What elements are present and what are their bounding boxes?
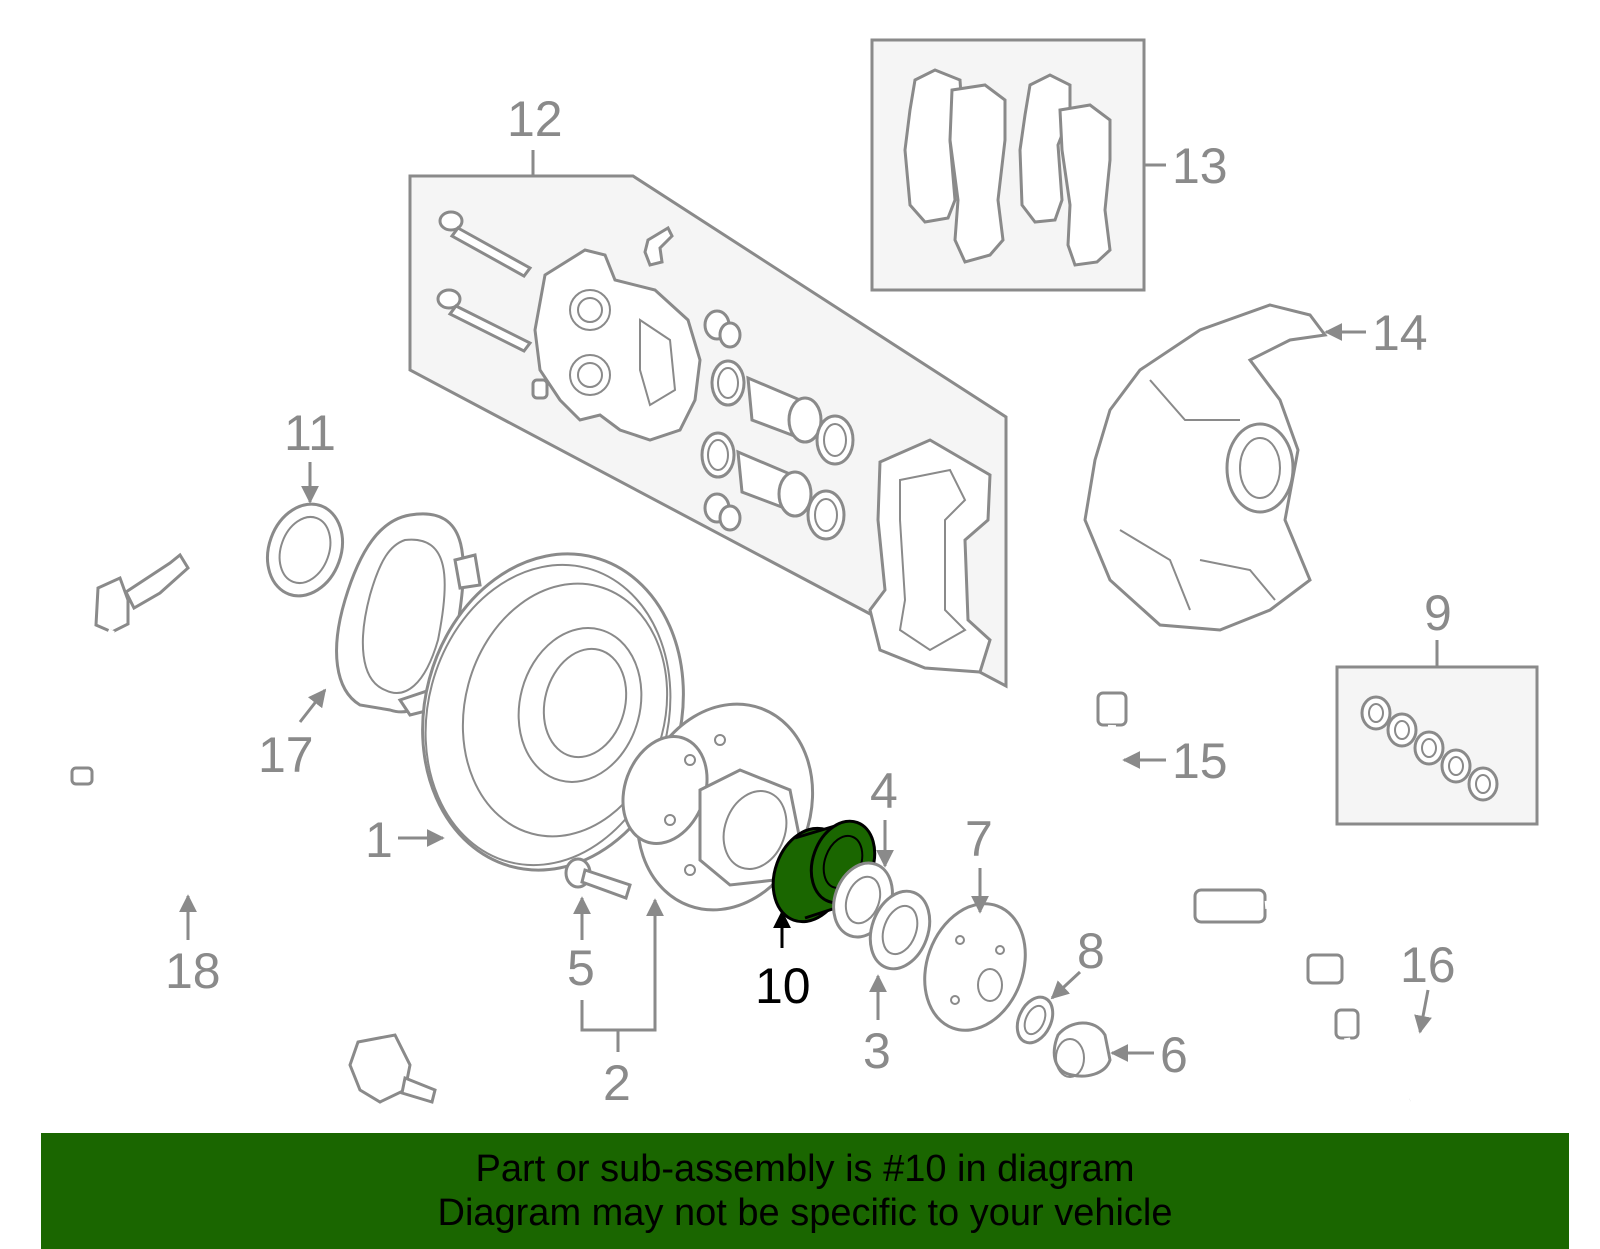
caliper-bolt	[436, 210, 533, 353]
callout-9: 9	[1424, 585, 1452, 641]
dust-shield	[1083, 303, 1328, 632]
callout-3: 3	[863, 1023, 891, 1079]
callout-15: 15	[1172, 733, 1228, 789]
info-banner: Part or sub-assembly is #10 in diagram D…	[41, 1133, 1569, 1249]
brake-pad-set	[903, 68, 1112, 267]
caliper-bracket	[868, 438, 992, 674]
caliper-kit-box	[408, 174, 1008, 689]
guide-boot	[703, 309, 742, 532]
brake-rotor	[421, 552, 685, 872]
grease-seal	[266, 502, 344, 598]
brake-line	[1334, 1008, 1437, 1103]
hub-flange	[923, 902, 1027, 1032]
callout-6: 6	[1160, 1027, 1188, 1083]
callout-8: 8	[1077, 923, 1105, 979]
callout-7: 7	[965, 811, 993, 867]
callout-18: 18	[165, 943, 221, 999]
hub-cap	[1052, 1021, 1112, 1078]
abs-sensor-harness	[70, 552, 437, 1104]
callout-4: 4	[870, 763, 898, 819]
callout-5: 5	[567, 940, 595, 996]
outer-bearing	[868, 889, 932, 971]
snap-ring	[1015, 995, 1055, 1045]
brake-pads-box	[870, 38, 1146, 292]
callout-17: 17	[258, 727, 314, 783]
callout-13: 13	[1172, 138, 1228, 194]
wheel-hub	[621, 702, 815, 912]
banner-line-2: Diagram may not be specific to your vehi…	[437, 1192, 1173, 1234]
banner-line-1: Part or sub-assembly is #10 in diagram	[475, 1148, 1135, 1190]
callout-10: 10	[755, 958, 811, 1014]
wheel-stud	[564, 857, 632, 900]
callout-11: 11	[284, 405, 336, 461]
brake-hose	[1096, 691, 1344, 985]
callout-16: 16	[1400, 937, 1456, 993]
callout-14: 14	[1372, 305, 1428, 361]
callout-1: 1	[365, 812, 393, 868]
clip-set	[1360, 695, 1499, 802]
callout-12: 12	[507, 91, 563, 147]
caliper-body	[533, 248, 702, 442]
callout-2: 2	[603, 1055, 631, 1111]
piston-and-seals	[700, 359, 855, 541]
hardware-kit-box	[1335, 665, 1539, 826]
